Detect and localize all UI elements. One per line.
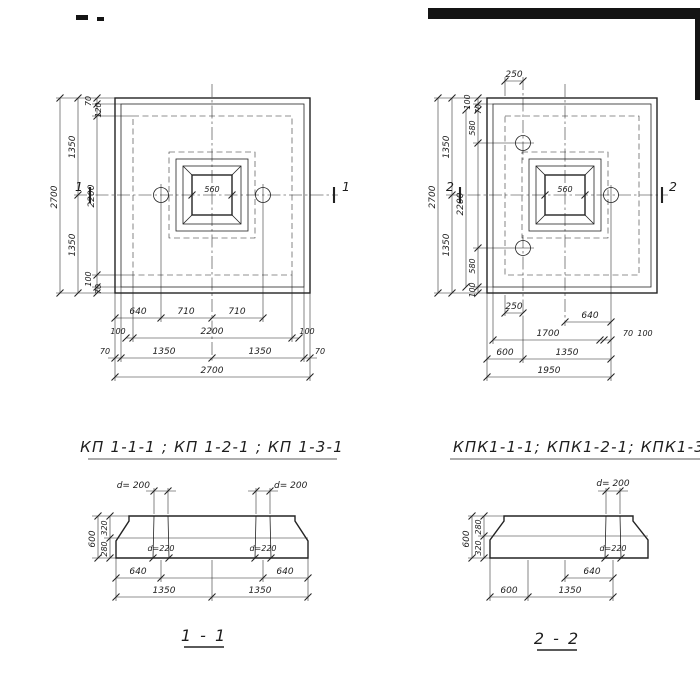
sleeves [152, 515, 272, 559]
glass-corner-diagonals [182, 165, 242, 225]
dim-320: 320 [474, 540, 483, 555]
dim-710-b: 710 [228, 307, 245, 317]
dim-600: 600 [88, 530, 98, 547]
plan1: 1 1 70 120 2200 100 70 1350 1350 2700 64… [50, 84, 350, 381]
dim-2200-left: 2200 [87, 184, 97, 207]
dim-1350-right: 1350 [249, 586, 272, 596]
dim-280: 280 [474, 519, 483, 534]
dim-600: 600 [496, 348, 513, 358]
dim-560: 560 [557, 185, 572, 194]
dim-1700: 1700 [537, 329, 560, 339]
dim-ticks [56, 94, 314, 381]
dim-580-bot: 580 [468, 258, 477, 273]
section1: КП 1-1-1 ; КП 1-2-1 ; КП 1-3-1 d= 200 d=… [80, 438, 344, 648]
dim-1350: 1350 [556, 348, 579, 358]
plan2-cut-marks: 2 2 [446, 179, 677, 203]
dim-d200-left: d= 200 [117, 481, 151, 491]
dim-ticks [94, 487, 312, 601]
dim-250-top: 250 [505, 70, 522, 80]
plan2-cut-label-right: 2 [669, 179, 677, 194]
plan2-extension-lines [434, 77, 534, 381]
dim-100: 100 [637, 329, 652, 338]
dim-2700-bot: 2700 [201, 366, 224, 376]
dim-d220-right: d=220 [249, 544, 276, 553]
section1-dim-labels: d= 200 d= 200 d=220 d=220 600 320 280 64… [88, 481, 308, 596]
dim-70-r: 70 [315, 347, 325, 356]
dim-100-bot: 100 [84, 271, 93, 286]
section1-dimension-lines [94, 487, 312, 601]
plan2: 2 2 100 70 580 2200 580 100 1350 1350 27… [428, 70, 677, 381]
dim-320: 320 [100, 520, 109, 535]
section2-title: КПК1-1-1; КПК1-2-1; КПК1-3-1 [453, 438, 700, 456]
dim-640: 640 [583, 567, 600, 577]
dim-1950: 1950 [538, 366, 561, 376]
dim-560: 560 [204, 185, 219, 194]
dim-ticks [468, 487, 625, 601]
dim-70: 70 [623, 329, 633, 338]
dim-100-top: 100 [463, 94, 472, 109]
dim-100-l: 100 [110, 327, 125, 336]
dim-70-l: 70 [100, 347, 110, 356]
section1-title: КП 1-1-1 ; КП 1-2-1 ; КП 1-3-1 [80, 438, 344, 456]
plan1-cut-label-right: 1 [342, 179, 350, 194]
dim-70-bot: 70 [94, 284, 103, 294]
dim-280: 280 [100, 541, 109, 556]
plan1-body [114, 97, 311, 294]
dim-70-top: 70 [84, 96, 93, 106]
dim-640: 640 [129, 307, 146, 317]
dim-640: 640 [581, 311, 598, 321]
section2-body [489, 515, 649, 559]
dim-2200-bot: 2200 [201, 327, 224, 337]
dim-250-bot: 250 [505, 302, 522, 312]
dim-d200-right: d= 200 [274, 481, 308, 491]
dim-1350-r: 1350 [249, 347, 272, 357]
section2-dim-labels: d= 200 d=220 600 280 320 640 600 1350 [462, 479, 630, 596]
dim-100-r: 100 [299, 327, 314, 336]
dim-580-top: 580 [468, 120, 477, 135]
dim-70-top: 70 [474, 104, 483, 114]
plan2-body [486, 97, 658, 294]
plan2-dim-labels: 100 70 580 2200 580 100 1350 1350 2700 2… [428, 70, 653, 376]
scan-artifacts [76, 8, 700, 100]
section1-label: 1 - 1 [181, 626, 227, 645]
dim-2700-left: 2700 [428, 185, 438, 208]
dim-1350-l: 1350 [153, 347, 176, 357]
dim-640-left: 640 [129, 567, 146, 577]
dim-100-bot: 100 [468, 282, 477, 297]
dim-d220-left: d=220 [147, 544, 174, 553]
plan1-extension-lines [56, 97, 311, 381]
dim-1350-bot: 1350 [442, 233, 452, 256]
dim-1350-left: 1350 [153, 586, 176, 596]
dim-d200: d= 200 [596, 479, 630, 489]
plan2-cut-label-left: 2 [446, 179, 454, 194]
dim-ticks [434, 77, 615, 381]
dim-1350-top: 1350 [68, 135, 78, 158]
dim-640-right: 640 [276, 567, 293, 577]
plan1-axes [74, 84, 338, 362]
dim-d220: d=220 [599, 544, 626, 553]
sleeve [604, 515, 622, 559]
dim-2200-left: 2200 [456, 192, 466, 215]
plan1-dim-labels: 70 120 2200 100 70 1350 1350 2700 640 71… [50, 96, 325, 376]
dim-600-bot: 600 [500, 586, 517, 596]
dim-1350-top: 1350 [442, 135, 452, 158]
section2-dimension-lines [468, 487, 628, 601]
section2: КПК1-1-1; КПК1-2-1; КПК1-3-1 d= 200 d=22… [450, 438, 700, 651]
plan2-dimension-lines [434, 77, 615, 381]
section1-body [115, 515, 309, 559]
dim-2700-left: 2700 [50, 185, 60, 208]
plan1-cut-marks: 1 1 [75, 179, 350, 203]
plan1-cut-label-left: 1 [75, 179, 83, 194]
dim-600: 600 [462, 530, 472, 547]
dim-710-a: 710 [177, 307, 194, 317]
section2-label: 2 - 2 [534, 629, 580, 648]
dim-120-top: 120 [94, 102, 103, 117]
dim-1350-bot: 1350 [68, 233, 78, 256]
plan2-axes [446, 77, 668, 381]
section2-extension-lines [468, 488, 621, 601]
glass-corner-diagonals [535, 165, 595, 225]
plan1-dimension-lines [56, 94, 317, 381]
dim-1350: 1350 [559, 586, 582, 596]
